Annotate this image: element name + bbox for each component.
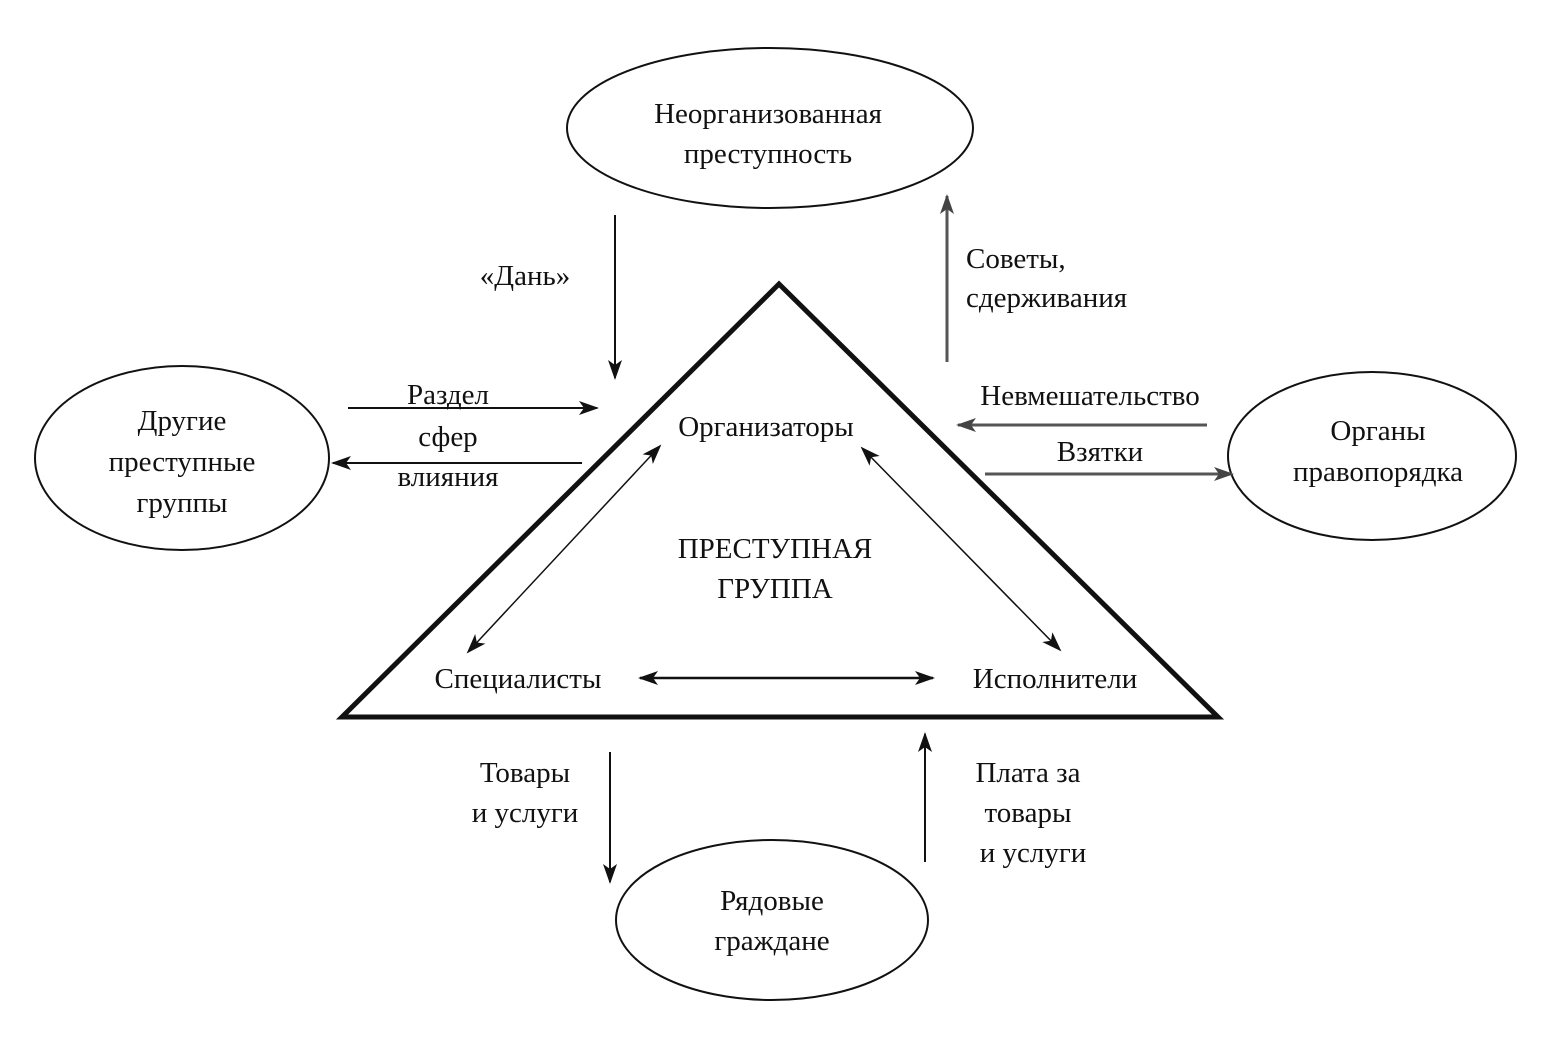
label-spheres: сфер — [418, 421, 477, 453]
node-label: правопорядка — [1293, 456, 1463, 488]
node-label: Неорганизованная — [654, 98, 882, 130]
label-payment: Плата за — [975, 757, 1080, 789]
node-label: преступные — [109, 446, 256, 478]
triangle-title: ПРЕСТУПНАЯ — [678, 533, 873, 565]
arrow-organizers-specialists — [466, 444, 662, 654]
triangle-title: ГРУППА — [717, 573, 833, 605]
node-other-groups: Другие преступные группы — [34, 365, 330, 551]
label-payment: и услуги — [980, 837, 1087, 869]
label-advice: Советы, — [966, 243, 1066, 275]
role-specialists: Специалисты — [435, 663, 602, 695]
node-label: Органы — [1330, 415, 1425, 447]
node-unorganized-crime: Неорганизованная преступность — [566, 47, 974, 209]
node-label: преступность — [684, 138, 852, 170]
crime-group-triangle: ПРЕСТУПНАЯ ГРУППА Организаторы Специалис… — [335, 280, 1225, 720]
label-payment: товары — [985, 797, 1072, 829]
label-spheres: Раздел — [407, 379, 489, 411]
label-spheres: влияния — [397, 461, 498, 493]
label-bribes: Взятки — [1057, 436, 1143, 468]
role-organizers: Организаторы — [678, 411, 854, 443]
node-label: группы — [136, 487, 227, 519]
node-label: Рядовые — [720, 885, 824, 917]
node-label: Другие — [138, 405, 227, 437]
label-advice: сдерживания — [966, 282, 1127, 314]
arrow-organizers-executors — [860, 446, 1062, 652]
node-label: граждане — [714, 925, 829, 957]
role-executors: Исполнители — [973, 663, 1138, 695]
label-tribute: «Дань» — [480, 260, 570, 292]
label-goods: Товары — [480, 757, 570, 789]
node-citizens: Рядовые граждане — [615, 839, 929, 1001]
label-non-interference: Невмешательство — [980, 380, 1199, 412]
node-law-enforcement: Органы правопорядка — [1227, 371, 1517, 541]
label-goods: и услуги — [472, 797, 579, 829]
